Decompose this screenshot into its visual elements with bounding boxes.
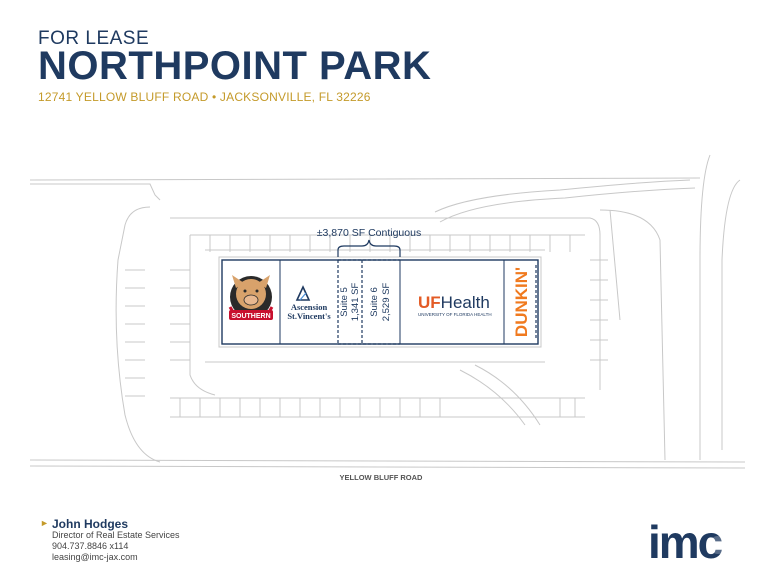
suite-5-name: Suite 5 bbox=[339, 287, 350, 317]
page-title: NORTHPOINT PARK bbox=[38, 44, 432, 88]
ascension-subname: St.Vincent's bbox=[287, 311, 331, 321]
imc-logo-text: imc bbox=[648, 520, 723, 565]
ascension-logo: Ascension St.Vincent's bbox=[287, 285, 331, 321]
site-plan: ±3,870 SF Contiguous SOUTHERN Ascension … bbox=[29, 154, 746, 482]
ascension-name: Ascension bbox=[291, 302, 328, 312]
suite-6-size: 2,529 SF bbox=[381, 283, 392, 322]
contact-role: Director of Real Estate Services bbox=[52, 530, 180, 540]
imc-logo: imc bbox=[648, 520, 727, 565]
contact-phone[interactable]: 904.737.8846 x114 bbox=[52, 541, 129, 551]
suite-6-name: Suite 6 bbox=[369, 287, 380, 317]
globe-icon bbox=[709, 536, 727, 554]
road-label: YELLOW BLUFF ROAD bbox=[340, 473, 423, 482]
contiguous-label: ±3,870 SF Contiguous bbox=[317, 227, 421, 239]
svg-text:UFHealth: UFHealth bbox=[418, 293, 490, 312]
suite-5-size: 1,341 SF bbox=[350, 283, 361, 322]
southern-logo-text: SOUTHERN bbox=[231, 313, 270, 320]
ufhealth-logo: UFHealth UNIVERSITY OF FLORIDA HEALTH bbox=[418, 293, 492, 317]
property-address: 12741 YELLOW BLUFF ROAD • JACKSONVILLE, … bbox=[38, 90, 371, 104]
ufhealth-health: Health bbox=[441, 293, 490, 312]
contact-name: John Hodges bbox=[52, 517, 129, 531]
for-lease-label: FOR LEASE bbox=[38, 28, 150, 49]
ufhealth-uf: UF bbox=[418, 293, 441, 312]
arrow-right-icon: ► bbox=[40, 518, 49, 528]
contact-email[interactable]: leasing@imc-jax.com bbox=[52, 552, 138, 562]
dunkin-logo: DUNKIN' bbox=[512, 267, 531, 337]
contiguous-bracket bbox=[337, 239, 401, 257]
southern-logo: SOUTHERN bbox=[228, 275, 274, 320]
ufhealth-sub: UNIVERSITY OF FLORIDA HEALTH bbox=[418, 312, 492, 317]
